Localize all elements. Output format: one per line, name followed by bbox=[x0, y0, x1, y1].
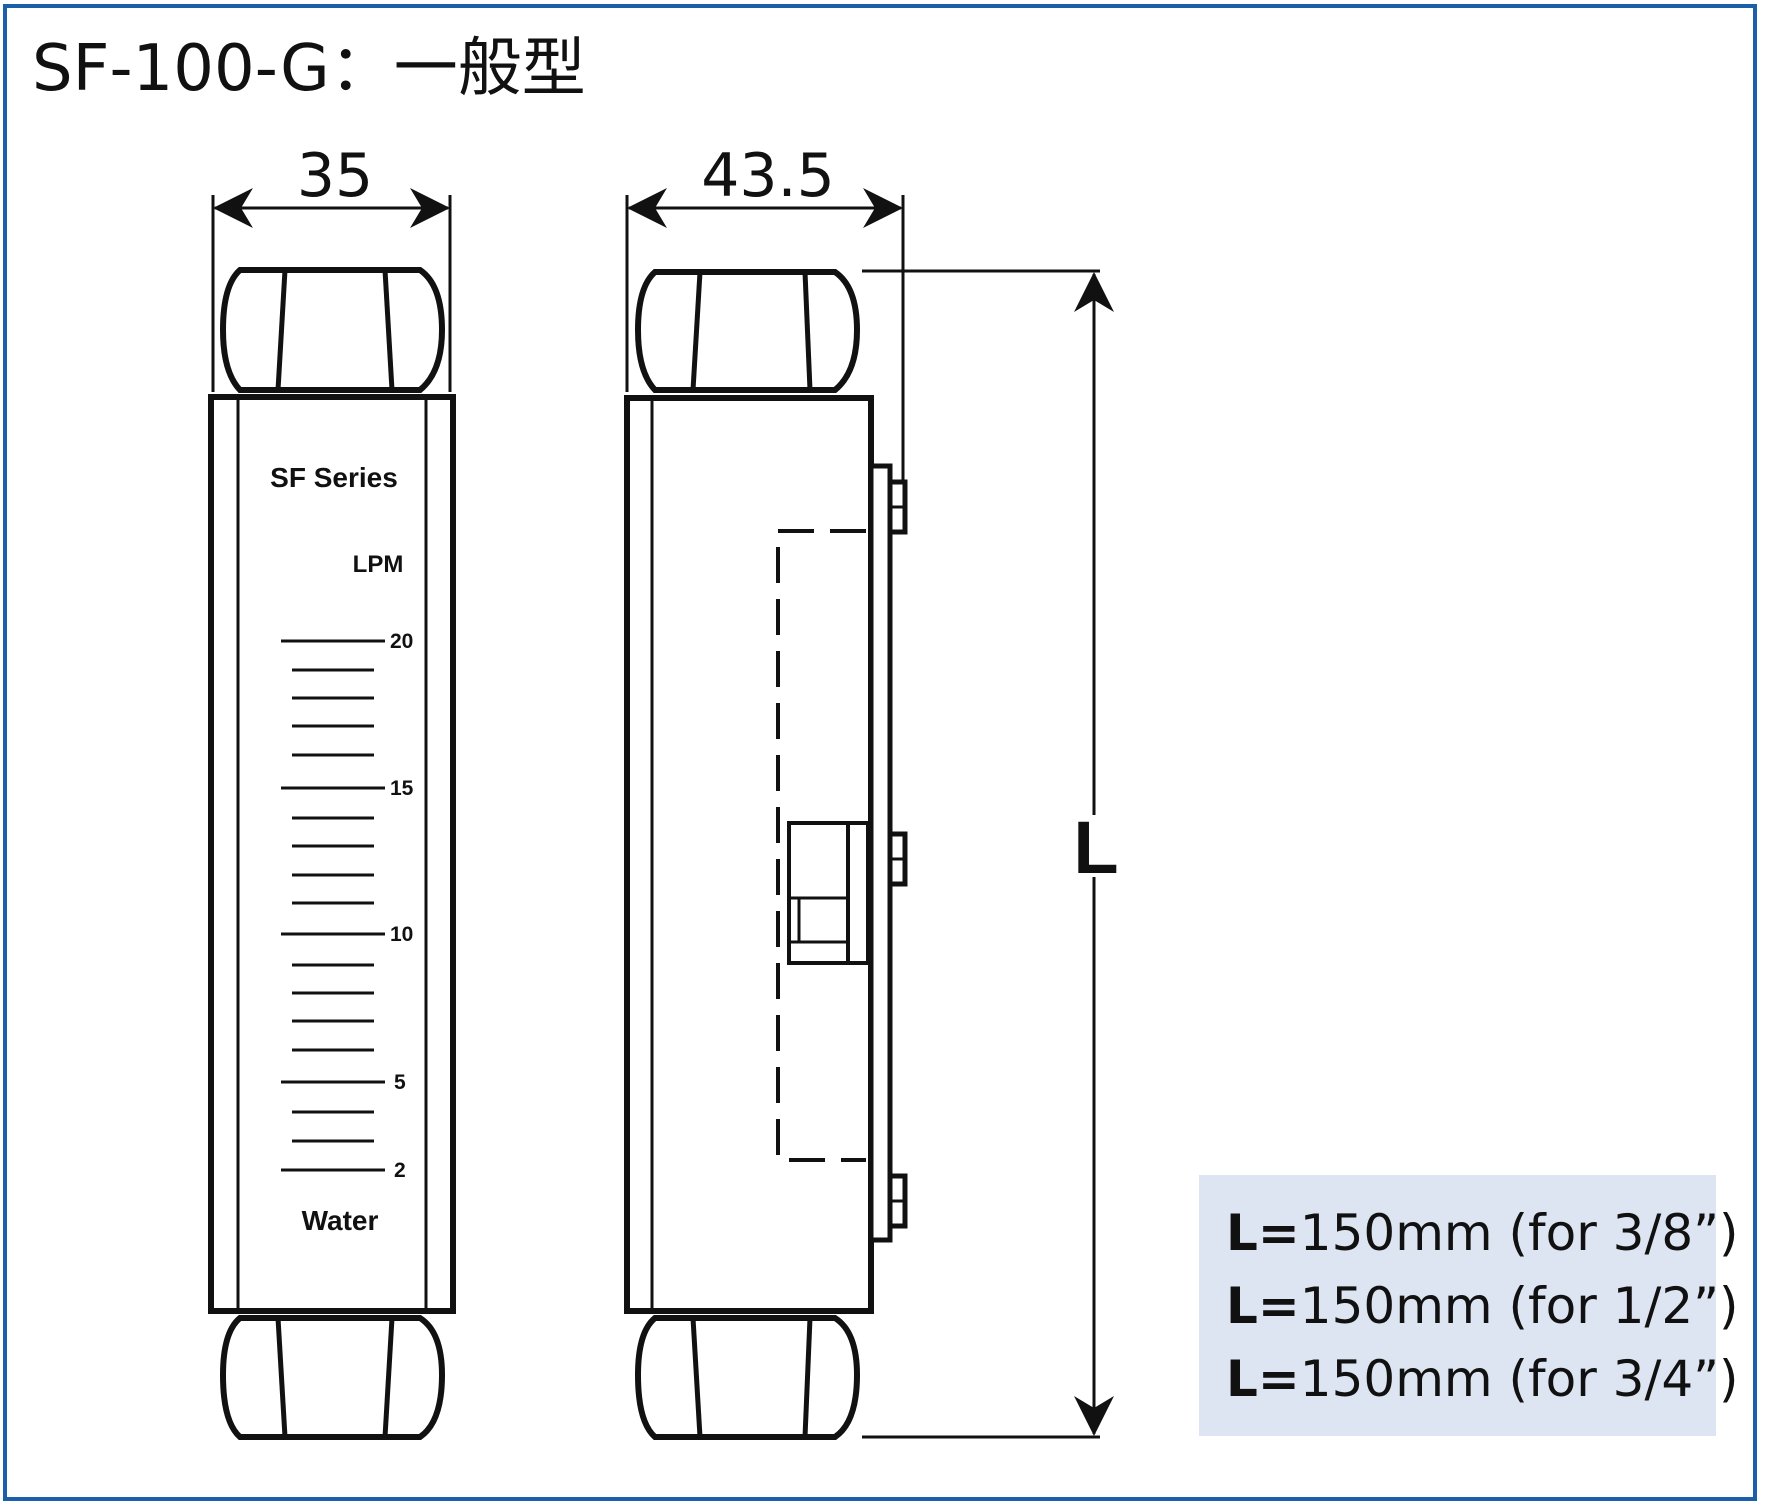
spec-row: L=150mm (for 1/2”) bbox=[1226, 1277, 1739, 1335]
series-label: SF Series bbox=[270, 462, 398, 493]
flow-scale bbox=[281, 639, 385, 1172]
length-dimension: L bbox=[862, 269, 1119, 1439]
side-body bbox=[624, 395, 874, 1314]
spec-row: L=150mm (for 3/8”) bbox=[1226, 1204, 1739, 1262]
side-top-nut bbox=[634, 269, 861, 393]
front-bottom-nut bbox=[219, 1315, 446, 1440]
spec-row-value: 150mm (for 3/8”) bbox=[1300, 1204, 1739, 1262]
spec-row-key: L= bbox=[1226, 1350, 1300, 1408]
front-view: 35 SF Series LPM Water bbox=[208, 141, 456, 1440]
hidden-float-path bbox=[776, 529, 866, 1162]
length-label: L bbox=[1073, 806, 1118, 889]
spec-box-background bbox=[1199, 1175, 1716, 1436]
spec-row-value: 150mm (for 3/4”) bbox=[1300, 1350, 1739, 1408]
side-bottom-nut bbox=[634, 1315, 861, 1440]
length-label-backdrop bbox=[1078, 815, 1112, 877]
scale-label-10: 10 bbox=[390, 923, 413, 946]
side-view: 43.5 bbox=[624, 141, 908, 1440]
float-indicator bbox=[787, 821, 870, 965]
spec-row-key: L= bbox=[1226, 1204, 1300, 1262]
front-body bbox=[208, 394, 456, 1314]
scale-label-20: 20 bbox=[390, 630, 413, 653]
scale-label-5: 5 bbox=[394, 1071, 406, 1094]
side-width-label: 43.5 bbox=[701, 141, 835, 211]
spec-row-key: L= bbox=[1226, 1277, 1300, 1335]
unit-label: LPM bbox=[353, 551, 404, 578]
front-width-label: 35 bbox=[297, 141, 373, 211]
front-top-nut bbox=[219, 267, 446, 393]
spec-row: L=150mm (for 3/4”) bbox=[1226, 1350, 1739, 1408]
medium-label: Water bbox=[302, 1205, 379, 1236]
scale-label-2: 2 bbox=[394, 1159, 406, 1182]
scale-label-15: 15 bbox=[390, 777, 414, 800]
page-title: SF-100-G：一般型 bbox=[32, 32, 586, 106]
spec-box: L=150mm (for 3/8”) L=150mm (for 1/2”) L=… bbox=[1199, 1175, 1739, 1436]
spec-row-value: 150mm (for 1/2”) bbox=[1300, 1277, 1739, 1335]
mounting-plate bbox=[868, 463, 893, 1243]
